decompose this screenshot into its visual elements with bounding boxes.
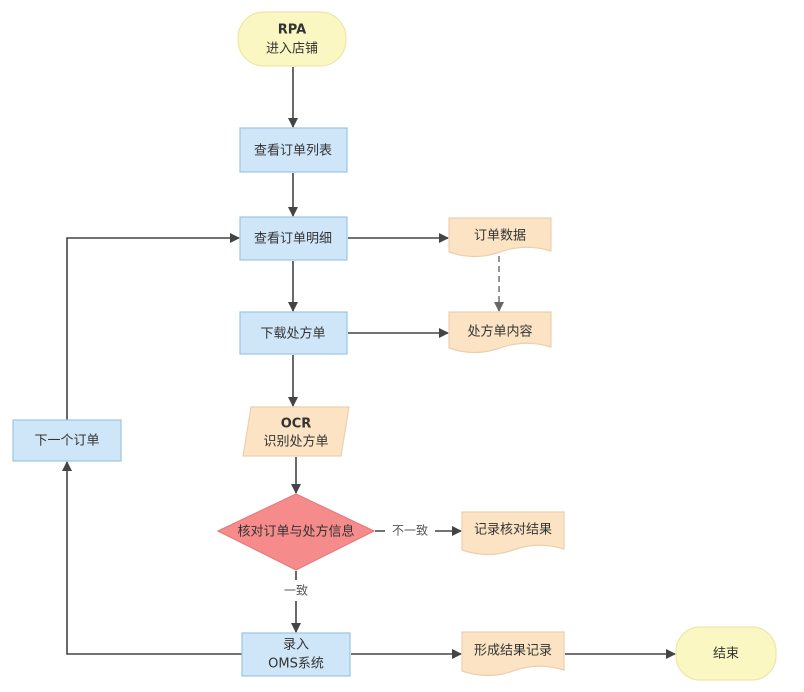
node-next-order: 下一个订单 xyxy=(12,419,122,462)
edge-label-match: 一致 xyxy=(284,584,308,598)
node-end: 结束 xyxy=(675,626,777,681)
prescription-content-label: 处方单内容 xyxy=(467,324,532,340)
view-detail-label: 查看订单明细 xyxy=(254,231,332,247)
node-enter-oms: 录入 OMS系统 xyxy=(241,632,351,677)
download-label: 下载处方单 xyxy=(260,326,325,342)
arrow-oms-to-next xyxy=(62,461,242,655)
order-data-label: 订单数据 xyxy=(474,229,526,244)
view-list-label: 查看订单列表 xyxy=(254,143,332,159)
start-line1: RPA xyxy=(278,23,306,38)
node-ocr: OCR 识别处方单 xyxy=(242,406,350,457)
next-order-label: 下一个订单 xyxy=(34,434,99,449)
enter-oms-line1: 录入 xyxy=(283,638,309,653)
ocr-line2: 识别处方单 xyxy=(263,434,328,450)
node-check-decision: 核对订单与处方信息 xyxy=(216,493,376,571)
node-start: RPA 进入店铺 xyxy=(237,11,347,67)
node-view-list: 查看订单列表 xyxy=(239,127,348,173)
node-record-check: 记录核对结果 xyxy=(461,511,565,556)
edge-label-mismatch: 不一致 xyxy=(392,524,428,538)
end-label: 结束 xyxy=(713,647,739,662)
ocr-line1: OCR xyxy=(281,417,312,432)
node-prescription-content: 处方单内容 xyxy=(448,311,552,354)
node-download: 下载处方单 xyxy=(239,311,348,355)
start-line2: 进入店铺 xyxy=(266,42,318,57)
node-result-record: 形成结果记录 xyxy=(461,631,565,677)
arrow-next-to-detail xyxy=(66,233,240,420)
check-label: 核对订单与处方信息 xyxy=(237,524,354,540)
record-check-label: 记录核对结果 xyxy=(474,523,552,538)
connectors xyxy=(62,67,676,659)
node-order-data: 订单数据 xyxy=(448,217,552,258)
result-record-label: 形成结果记录 xyxy=(474,644,552,659)
enter-oms-line2: OMS系统 xyxy=(268,657,324,672)
node-view-detail: 查看订单明细 xyxy=(239,216,348,261)
